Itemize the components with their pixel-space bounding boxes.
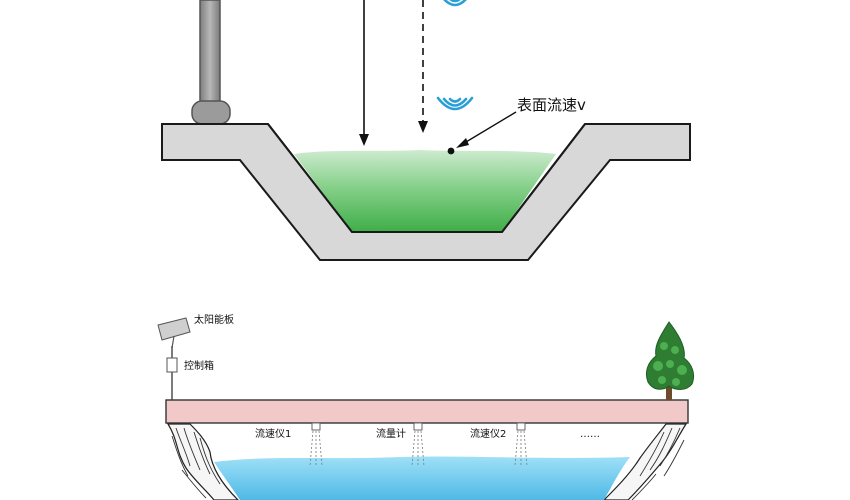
channel-water (294, 150, 556, 232)
radar-beam-arrowhead (359, 134, 369, 146)
solar-panel-icon (157, 317, 191, 349)
surface-point (447, 147, 455, 155)
sensor-icon (413, 422, 423, 431)
reflected-beam-arrowhead (418, 121, 428, 133)
channel-inner-edge (267, 123, 586, 233)
solar-panel-label: 太阳能板 (194, 313, 234, 326)
sensor-3 (514, 422, 528, 467)
sensor-icon (311, 422, 321, 431)
sensor-1 (309, 422, 323, 467)
signal-wave-icon (436, 96, 474, 111)
surface-velocity-label: 表面流速v (517, 96, 586, 114)
upper-channel-diagram: 表面流速v (161, 0, 691, 261)
river-water (214, 456, 630, 500)
sensor-pole (199, 0, 221, 105)
control-box-label: 控制箱 (184, 359, 214, 372)
sensor-2-label: 流量计 (376, 427, 406, 440)
left-bank-hatch (171, 427, 221, 499)
sensor-icon (516, 422, 526, 431)
sensor-beam (411, 430, 425, 467)
sensor-beam (514, 430, 528, 467)
right-bank-hatch (631, 427, 685, 500)
left-bank (166, 423, 239, 500)
sensor-1-label: 流速仪1 (255, 427, 291, 440)
control-box-icon (166, 357, 178, 373)
signal-wave-icon (443, 0, 467, 7)
sensor-2 (411, 422, 425, 467)
more-sensors-ellipsis: …… (580, 429, 600, 440)
surface-pointer-head (456, 138, 469, 148)
bridge-deck (165, 399, 689, 424)
pole-base (191, 100, 231, 125)
sensor-3-label: 流速仪2 (470, 427, 506, 440)
tree-icon (645, 321, 695, 400)
surface-pointer (460, 111, 517, 146)
lower-bridge-diagram: 太阳能板 控制箱 流速仪1 流量计 流速仪2 …… (157, 313, 695, 500)
sensor-beam (309, 430, 323, 467)
